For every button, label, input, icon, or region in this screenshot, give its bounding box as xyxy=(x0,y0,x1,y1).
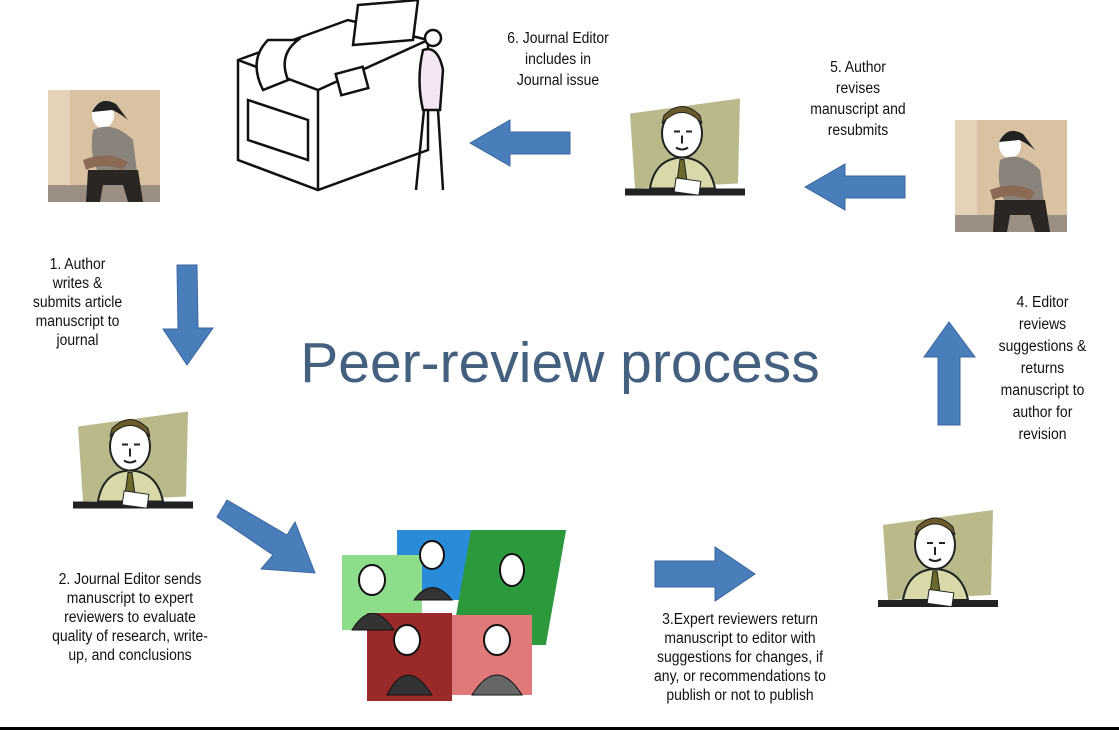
step-3-line: publish or not to publish xyxy=(666,687,814,704)
step-6-label: 6. Journal Editor includes in Journal is… xyxy=(486,28,630,91)
step-4-line: author for xyxy=(1012,404,1073,421)
step-4-label: 4. Editor reviews suggestions & returns … xyxy=(982,292,1104,446)
step-1-line: journal xyxy=(56,332,99,349)
step-2-line: 2. Journal Editor sends xyxy=(58,571,202,588)
arrow-step-6-left xyxy=(468,119,571,167)
step-2-line: reviewers to evaluate xyxy=(64,609,196,626)
arrow-step-3-right xyxy=(654,546,756,602)
arrow-step-2-diagonal xyxy=(216,499,316,574)
step-5-line: revises xyxy=(835,80,881,97)
step-3-line: manuscript to editor with xyxy=(664,630,816,647)
step-2-line: up, and conclusions xyxy=(68,647,192,664)
step-4-line: reviews xyxy=(1018,316,1067,333)
editor-left-image xyxy=(72,410,194,510)
diagram-title: Peer-review process xyxy=(300,331,820,395)
step-6-line: includes in xyxy=(525,51,591,68)
arrow-step-5-left xyxy=(803,163,906,211)
step-5-label: 5. Author revises manuscript and resubmi… xyxy=(791,57,926,141)
arrow-step-1-down xyxy=(162,264,214,366)
step-4-line: revision xyxy=(1018,426,1067,443)
step-1-line: manuscript to xyxy=(35,313,120,330)
step-3-line: 3.Expert reviewers return xyxy=(662,611,818,628)
step-4-line: returns xyxy=(1020,360,1065,377)
step-4-line: suggestions & xyxy=(998,338,1087,355)
step-4-line: manuscript to xyxy=(1000,382,1085,399)
printing-press-image xyxy=(236,0,445,192)
step-5-line: resubmits xyxy=(827,122,889,139)
step-1-line: 1. Author xyxy=(49,256,106,273)
step-1-line: writes & xyxy=(52,275,103,292)
step-2-label: 2. Journal Editor sends manuscript to ex… xyxy=(22,570,238,665)
step-6-line: 6. Journal Editor xyxy=(507,30,609,47)
step-5-line: manuscript and xyxy=(810,101,906,118)
expert-reviewers-image xyxy=(342,530,567,701)
step-1-line: submits article xyxy=(32,294,123,311)
step-2-line: quality of research, write- xyxy=(52,628,208,645)
step-4-line: 4. Editor xyxy=(1016,294,1069,311)
author-writing-image xyxy=(48,90,160,202)
bottom-border xyxy=(0,727,1119,730)
editor-right-image xyxy=(877,509,999,608)
step-2-line: manuscript to expert xyxy=(66,590,194,607)
step-3-line: suggestions for changes, if xyxy=(657,649,823,666)
step-3-label: 3.Expert reviewers return manuscript to … xyxy=(628,610,853,705)
step-6-line: Journal issue xyxy=(516,72,600,89)
arrow-step-4-up xyxy=(923,321,976,426)
step-3-line: any, or recommendations to xyxy=(654,668,826,685)
editor-top-image xyxy=(624,97,746,197)
step-1-label: 1. Author writes & submits article manus… xyxy=(8,255,148,350)
author-revising-image xyxy=(955,120,1067,232)
step-5-line: 5. Author xyxy=(830,59,886,76)
